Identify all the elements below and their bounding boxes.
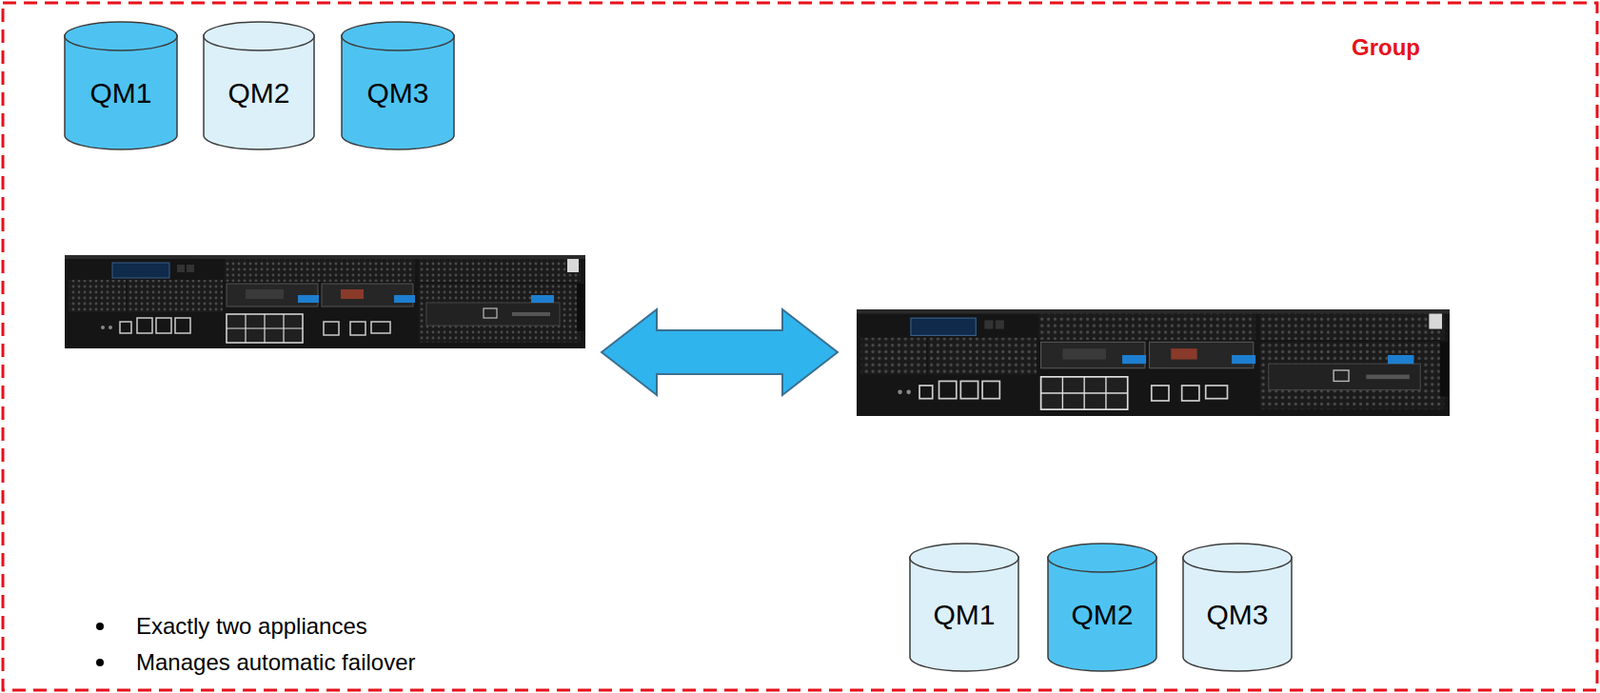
- appliance-photo: [64, 255, 586, 349]
- queue-manager-name: QM3: [366, 77, 429, 110]
- cylinder-label-area: QM2: [202, 51, 316, 136]
- queue-manager-name: QM2: [227, 77, 290, 110]
- queue-manager-name: QM2: [1070, 598, 1133, 632]
- bullet-dot: [96, 622, 104, 631]
- bullet-text: Manages automatic failover: [136, 649, 415, 676]
- queue-manager-name: QM1: [932, 598, 995, 632]
- queue-manager-name: QM3: [1205, 598, 1268, 632]
- cylinder-label-area: QM2: [1046, 572, 1158, 657]
- queue-manager-name: QM1: [89, 77, 152, 110]
- queue-manager-cylinder: QM3: [1182, 542, 1293, 672]
- queue-manager-cylinder: QM2: [1046, 542, 1158, 672]
- appliance-photo: [856, 309, 1450, 416]
- cylinder-label-area: QM3: [1182, 572, 1293, 657]
- bullet-text: Exactly two appliances: [136, 612, 368, 640]
- queue-manager-cylinder: QM3: [340, 20, 455, 151]
- cylinder-label-area: QM3: [340, 51, 455, 136]
- queue-manager-cylinder: QM1: [908, 542, 1020, 672]
- group-title: Group: [1351, 34, 1421, 61]
- queue-manager-cylinder: QM1: [63, 20, 178, 151]
- bullet-dot: [96, 658, 104, 667]
- double-arrow: [601, 309, 838, 396]
- cylinder-label-area: QM1: [63, 51, 178, 136]
- cylinder-label-area: QM1: [908, 572, 1020, 657]
- queue-manager-cylinder: QM2: [202, 20, 316, 151]
